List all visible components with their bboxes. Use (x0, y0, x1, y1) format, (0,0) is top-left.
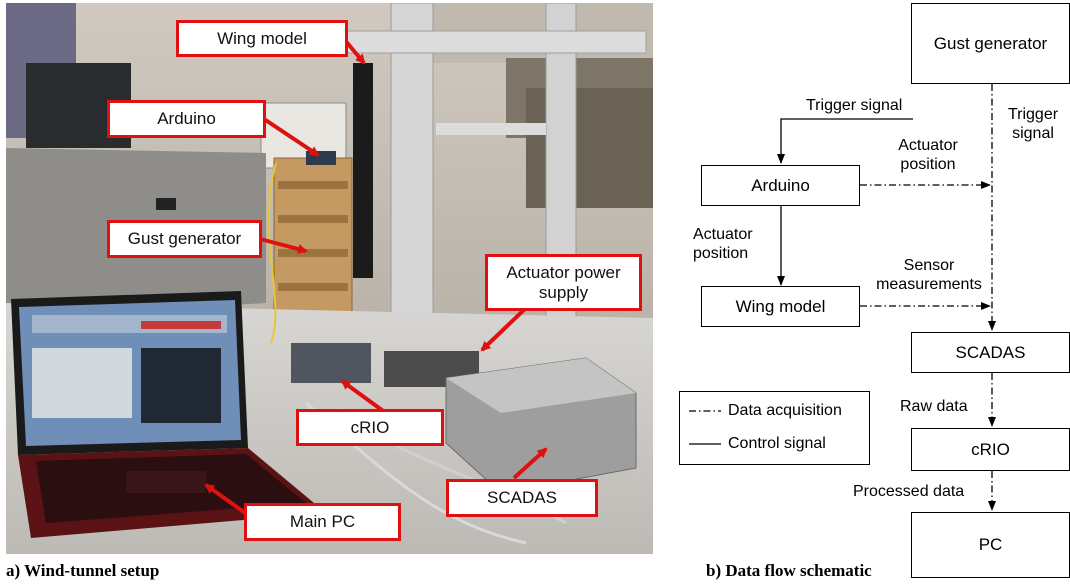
caption-b: b) Data flow schematic (706, 561, 872, 580)
legend: Data acquisition Control signal (679, 391, 870, 465)
node-pc: PC (911, 512, 1070, 578)
label-raw-data: Raw data (900, 398, 968, 415)
legend-label-data-acquisition: Data acquisition (728, 402, 842, 419)
label-trigger-signal-top: Trigger signal (806, 97, 903, 114)
node-scadas: SCADAS (911, 332, 1070, 373)
callout-actuator-power-supply: Actuator power supply (485, 254, 642, 311)
legend-label-control-signal: Control signal (728, 435, 826, 452)
dash-dot-line-icon (689, 410, 721, 412)
label-trigger-signal-right: Trigger signal (1007, 106, 1059, 143)
callout-gust-generator: Gust generator (107, 220, 262, 258)
arrow-crio (340, 379, 388, 415)
label-actuator-position-right: Actuator position (898, 137, 958, 174)
label-sensor-measurements: Sensor measurements (876, 257, 982, 294)
callout-crio: cRIO (296, 409, 444, 446)
arrow-power-supply (480, 304, 530, 352)
label-actuator-position-left: Actuator position (693, 226, 753, 263)
legend-item-control-signal: Control signal (688, 435, 826, 453)
callout-arduino: Arduino (107, 100, 266, 138)
laptop (11, 291, 326, 538)
solid-line-icon (689, 443, 721, 445)
crio-unit (291, 343, 371, 383)
wing-model-body (353, 63, 373, 278)
callout-scadas: SCADAS (446, 479, 598, 517)
arrow-scadas (512, 447, 548, 480)
node-arduino: Arduino (701, 165, 860, 206)
arrow-main-pc (204, 483, 250, 517)
frame-column-left (390, 3, 434, 364)
callout-arrows (204, 37, 548, 517)
arrow-arduino (262, 117, 320, 157)
node-gust-generator: Gust generator (911, 3, 1070, 84)
node-wing-model: Wing model (701, 286, 860, 327)
wind-tunnel-photo: Wing model Arduino Gust generator Actuat… (6, 3, 653, 554)
edge-gust-to-arduino (777, 118, 913, 164)
legend-item-data-acquisition: Data acquisition (688, 402, 842, 420)
callout-main-pc: Main PC (244, 503, 401, 541)
callout-wing-model: Wing model (176, 20, 348, 57)
caption-a: a) Wind-tunnel setup (6, 561, 160, 580)
node-crio: cRIO (911, 428, 1070, 471)
arrow-gust-generator (259, 237, 308, 254)
label-processed-data: Processed data (853, 483, 965, 500)
